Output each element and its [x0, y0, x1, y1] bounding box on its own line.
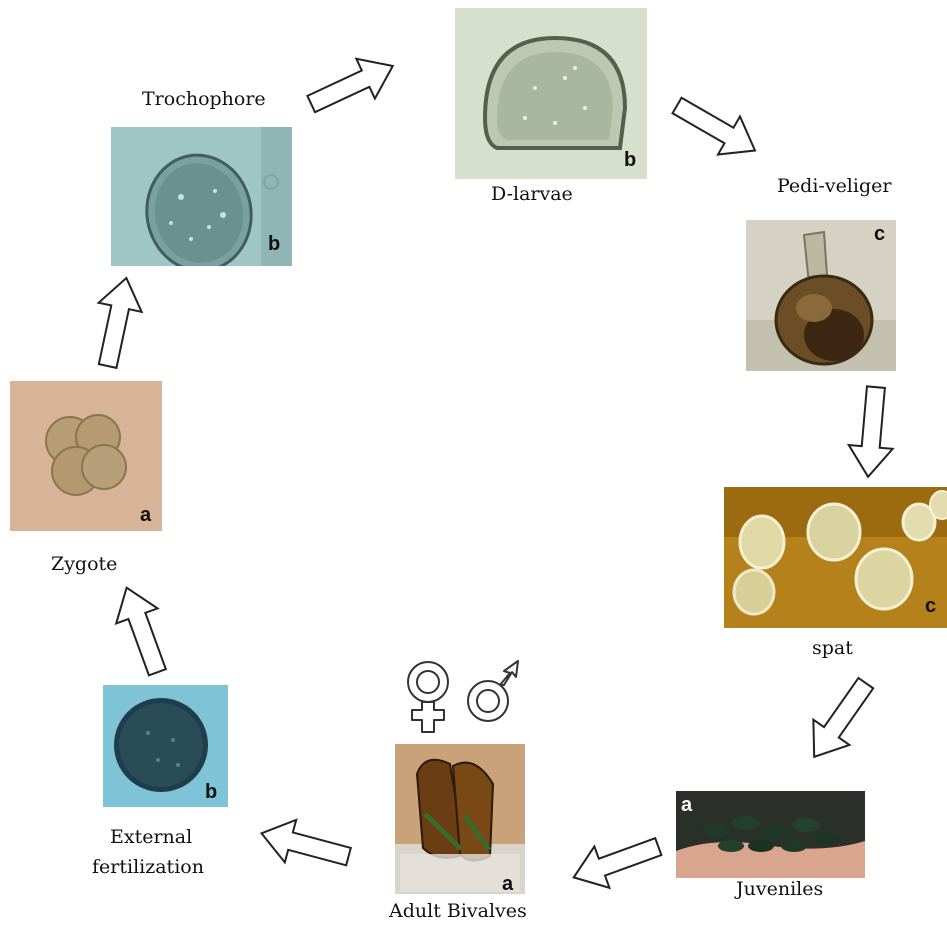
pedi-veliger-letter: c: [874, 224, 885, 244]
trochophore-photo: [111, 127, 292, 266]
male-symbol-icon: [462, 655, 524, 727]
arrow-pedi-veliger-to-spat: [872, 432, 873, 433]
adult-bivalves-photo: [395, 744, 525, 894]
female-symbol-icon: [400, 658, 456, 736]
external-fertilization-label-line1: External: [110, 826, 192, 848]
juveniles-label: Juveniles: [736, 878, 823, 900]
arrow-adult-bivalves-to-external-fertilization: [305, 845, 306, 846]
trochophore-label: Trochophore: [142, 88, 266, 110]
spat-label: spat: [812, 637, 853, 659]
adult-bivalves-label: Adult Bivalves: [389, 900, 527, 922]
external-fertilization-letter: b: [205, 782, 217, 802]
pedi-veliger-label: Pedi-veliger: [777, 175, 891, 197]
d-larvae-letter: b: [624, 150, 636, 170]
juveniles-photo: [676, 791, 865, 878]
adult-bivalves-letter: a: [502, 874, 513, 894]
zygote-label: Zygote: [51, 553, 117, 575]
arrow-zygote-to-trochophore: [117, 322, 118, 323]
juveniles-letter: a: [681, 795, 692, 815]
arrow-d-larvae-to-pedi-veliger: [716, 128, 717, 129]
arrow-trochophore-to-d-larvae: [352, 85, 353, 86]
arrow-external-fertilization-to-zygote: [142, 630, 143, 631]
d-larvae-photo: [455, 8, 647, 179]
arrow-spat-to-juveniles: [840, 720, 841, 721]
spat-letter: c: [925, 596, 936, 616]
arrow-juveniles-to-adult-bivalves: [616, 862, 617, 863]
external-fertilization-label-line2: fertilization: [92, 856, 204, 878]
spat-photo: [724, 487, 947, 628]
zygote-letter: a: [140, 505, 151, 525]
trochophore-letter: b: [268, 234, 280, 254]
d-larvae-label: D-larvae: [491, 183, 573, 205]
